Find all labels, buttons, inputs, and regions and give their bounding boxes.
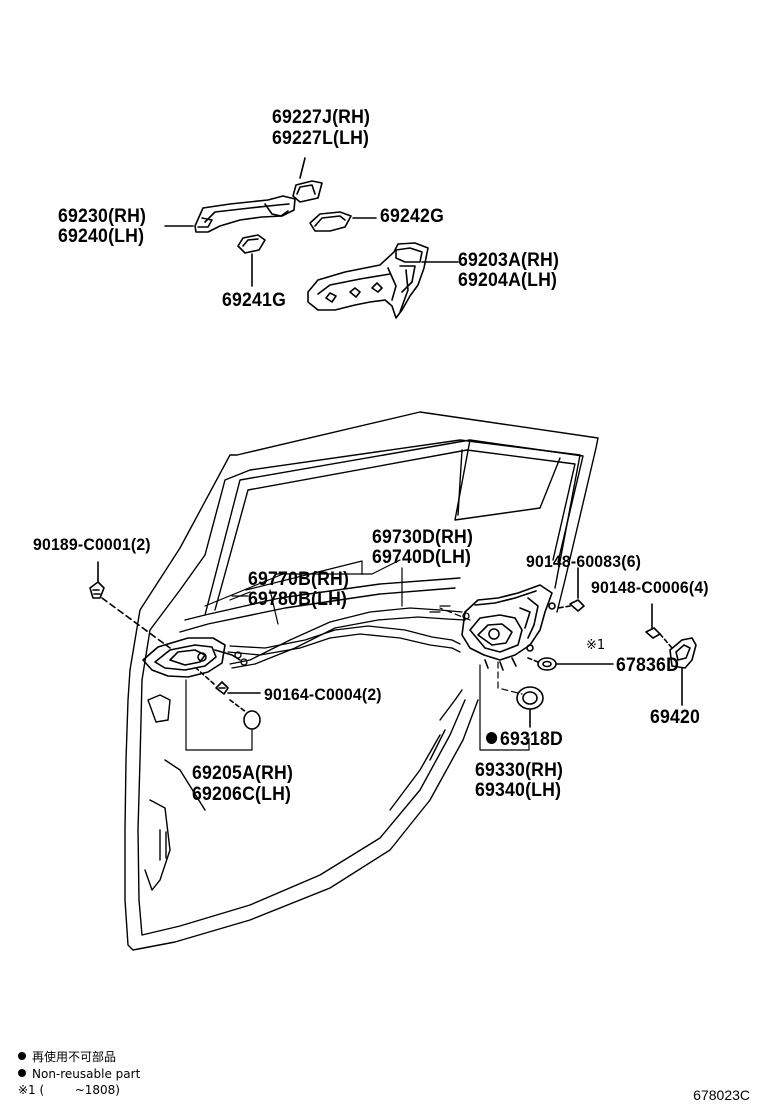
lock-screw-drawing <box>557 567 585 612</box>
bullet-dot-icon <box>18 1052 26 1060</box>
bullet-dot-icon <box>18 1069 26 1077</box>
assembly-guide-lines <box>439 607 523 695</box>
leader-lines <box>185 559 530 751</box>
label-69242g: 69242G <box>380 206 445 227</box>
legend-non-reusable-en: Non-reusable part <box>18 1066 140 1082</box>
label-69770b-rh: 69770B(RH) <box>248 569 350 590</box>
label-69340-lh: 69340(LH) <box>475 780 562 801</box>
legend-note1: ※1 ( ~1808) <box>18 1083 120 1097</box>
label-69241g: 69241G <box>222 290 287 311</box>
cable-label-leaders <box>229 589 279 625</box>
label-69240-lh: 69240(LH) <box>58 226 145 247</box>
door-striker-drawing <box>645 603 697 706</box>
outside-handle-cap-drawing <box>237 234 266 287</box>
label-69227j-rh: 69227J(RH) <box>272 107 371 128</box>
door-lock-assembly-drawing <box>461 584 556 671</box>
handle-clip-drawing <box>89 561 171 649</box>
label-90148-c0006: 90148-C0006(4) <box>591 578 709 597</box>
lock-washer-drawing <box>527 657 614 671</box>
label-69206c-lh: 69206C(LH) <box>192 784 292 805</box>
legend-en-text: Non-reusable part <box>32 1067 141 1081</box>
lock-grommet-drawing <box>516 686 544 728</box>
label-90189-c0001: 90189-C0001(2) <box>33 535 151 554</box>
non-reusable-dot-icon <box>486 732 498 744</box>
legend-jp-text: 再使用不可部品 <box>32 1050 117 1064</box>
label-69740d-lh: 69740D(LH) <box>372 547 472 568</box>
label-69230-rh: 69230(RH) <box>58 206 147 227</box>
figure-id: 678023C <box>693 1087 750 1103</box>
label-69205a-rh: 69205A(RH) <box>192 763 294 784</box>
handle-screw-drawing <box>195 667 261 695</box>
label-90164-c0004: 90164-C0004(2) <box>264 685 382 704</box>
legend-non-reusable-jp: 再使用不可部品 <box>18 1049 116 1065</box>
handle-plug-drawing <box>229 699 261 730</box>
door-lock-cables-drawing <box>227 605 470 669</box>
label-69780b-lh: 69780B(LH) <box>248 589 348 610</box>
label-69318d: 69318D <box>486 729 563 750</box>
label-69318d-text: 69318D <box>499 729 563 750</box>
label-90148-60083: 90148-60083(6) <box>526 552 642 571</box>
label-69204a-lh: 69204A(LH) <box>458 270 558 291</box>
label-69227l-lh: 69227L(LH) <box>272 128 370 149</box>
inside-handle-drawing <box>142 637 241 678</box>
label-67836d: 67836D <box>616 655 680 676</box>
note1-marker: ※1 <box>586 638 606 653</box>
outside-handle-bracket-drawing <box>307 242 459 319</box>
label-69203a-rh: 69203A(RH) <box>458 250 560 271</box>
outside-handle-frame-drawing <box>164 195 296 233</box>
outside-handle-cover-drawing <box>292 157 323 203</box>
label-69330-rh: 69330(RH) <box>475 760 564 781</box>
label-69420: 69420 <box>650 707 701 728</box>
label-69730d-rh: 69730D(RH) <box>372 527 474 548</box>
outside-handle-pad-drawing <box>309 211 377 232</box>
rear-door-outline-drawing <box>124 411 599 951</box>
